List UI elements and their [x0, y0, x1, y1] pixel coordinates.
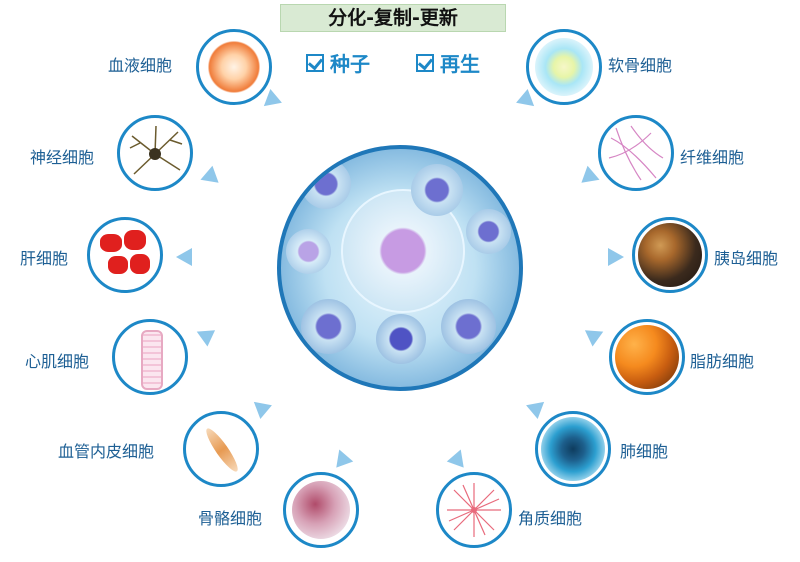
label-nerve-cell: 神经细胞 — [30, 148, 95, 167]
tag-regen: 再生 — [416, 48, 480, 77]
arrow-icon — [330, 446, 354, 468]
arrow-icon — [176, 248, 192, 266]
arrow-icon — [608, 248, 624, 266]
label-fat-cell: 脂肪细胞 — [690, 352, 755, 371]
label-endothelial-cell: 血管内皮细胞 — [58, 442, 155, 461]
arrow-icon — [526, 394, 550, 420]
arrow-icon — [192, 323, 216, 347]
stem-cell-center-image — [277, 145, 523, 391]
checkbox-icon — [416, 53, 434, 72]
fat-cell-image — [609, 319, 685, 395]
tag-regen-label: 再生 — [440, 52, 480, 76]
label-cartilage-cell: 软骨细胞 — [608, 56, 673, 75]
label-lung-cell: 肺细胞 — [620, 442, 669, 461]
liver-cell-image — [87, 217, 163, 293]
label-fiber-cell: 纤维细胞 — [680, 148, 745, 167]
nerve-cell-image — [117, 115, 193, 191]
arrow-icon — [248, 394, 272, 420]
fiber-cell-image — [598, 115, 674, 191]
checkbox-icon — [306, 53, 324, 72]
cartilage-cell-image — [526, 29, 602, 105]
tag-seed: 种子 — [306, 48, 370, 77]
label-cardiac-cell: 心肌细胞 — [25, 352, 90, 371]
blood-cell-image — [196, 29, 272, 105]
arrow-icon — [446, 446, 470, 468]
keratin-cell-image — [436, 472, 512, 548]
endothelial-cell-image — [183, 411, 259, 487]
label-islet-cell: 胰岛细胞 — [714, 249, 779, 268]
tag-seed-label: 种子 — [330, 52, 370, 76]
diagram-title: 分化-复制-更新 — [280, 4, 506, 32]
arrow-icon — [197, 165, 219, 189]
label-liver-cell: 肝细胞 — [20, 249, 69, 268]
islet-cell-image — [632, 217, 708, 293]
cardiac-cell-image — [112, 319, 188, 395]
bone-cell-image — [283, 472, 359, 548]
label-bone-cell: 骨骼细胞 — [198, 509, 263, 528]
arrow-icon — [584, 323, 608, 347]
lung-cell-image — [535, 411, 611, 487]
arrow-icon — [581, 165, 603, 189]
label-keratin-cell: 角质细胞 — [518, 509, 583, 528]
label-blood-cell: 血液细胞 — [108, 56, 173, 75]
